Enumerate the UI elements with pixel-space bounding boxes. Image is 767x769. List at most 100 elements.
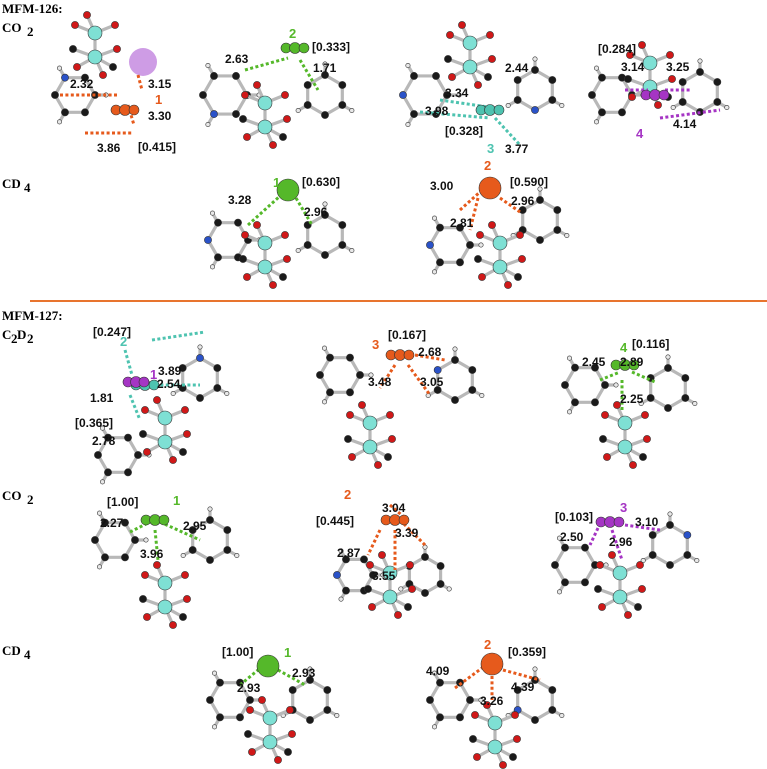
distance-label: 3.14 (621, 60, 645, 74)
distance-label: 4.09 (426, 664, 450, 678)
occupancy-label: [1.00] (222, 645, 253, 659)
distance-label: 3.39 (395, 526, 419, 540)
binding-site-panel: 3.04 3.39 2.87 3.55 2 [0.445] (316, 487, 452, 619)
binding-site-panel: 2.932.931[1.00] (206, 645, 340, 764)
distance-label: 3.00 (430, 179, 454, 193)
occupancy-label: [0.333] (312, 40, 350, 54)
occupancy-label: [0.365] (75, 416, 113, 430)
binding-site-panel: 3.891.812.542.782[0.247]1[0.365] (75, 325, 230, 485)
svg-text:4: 4 (24, 647, 31, 662)
distance-label: 3.34 (445, 86, 469, 100)
site-number: 3 (620, 500, 627, 515)
section-cd4-a: CD 4 (2, 176, 31, 195)
distance-label: 4.39 (511, 680, 535, 694)
site-number: 4 (620, 340, 628, 355)
site-number: 4 (636, 126, 644, 141)
binding-site-panel: 2.32 3.15 3.30 3.86 1 [0.415] (51, 11, 176, 155)
distance-label: 3.86 (97, 141, 121, 155)
binding-site-panel: 2.63 1.71 2 [0.333] (199, 26, 355, 149)
distance-label: 2.44 (505, 61, 529, 75)
formula-co2-b: CO (2, 488, 22, 503)
distance-label: 2.54 (157, 377, 181, 391)
distance-label: 2.63 (225, 52, 249, 66)
occupancy-label: [0.415] (138, 140, 176, 154)
binding-site-panel: 4.09 4.39 3.26 2 [0.359] (426, 637, 565, 769)
site-number: 2 (344, 487, 351, 502)
formula-cd4-a: CD (2, 176, 21, 191)
site-number: 2 (484, 637, 491, 652)
distance-label: 2.96 (511, 194, 535, 208)
svg-text:2: 2 (27, 24, 34, 39)
svg-text:2: 2 (11, 331, 18, 346)
site-number: 1 (273, 175, 280, 190)
formula-co2-a: CO (2, 20, 22, 35)
occupancy-label: [0.359] (508, 645, 546, 659)
distance-label: 3.55 (372, 569, 396, 583)
distance-label: 3.89 (158, 364, 182, 378)
site-number: 1 (155, 92, 162, 107)
site-number: 2 (120, 334, 127, 349)
formula-cd4-b: CD (2, 643, 21, 658)
svg-text:4: 4 (24, 180, 31, 195)
distance-label: 2.81 (450, 216, 474, 230)
binding-site-panel: 3.14 3.25 4.14 4 [0.284] (588, 41, 730, 141)
binding-site-panel: 3.282.961[0.630] (204, 175, 355, 289)
binding-site-panel: 2.68 3.48 3.05 3 [0.167] (316, 328, 485, 469)
occupancy-label: [0.247] (93, 325, 131, 339)
distance-label: 2.78 (92, 434, 116, 448)
distance-label: 2.50 (560, 530, 584, 544)
section-cd4-b: CD 4 (2, 643, 31, 662)
distance-label: 2.93 (237, 681, 261, 695)
distance-label: 2.96 (304, 205, 328, 219)
distance-label: 3.15 (148, 77, 172, 91)
occupancy-label: [0.590] (510, 175, 548, 189)
site-number: 1 (150, 367, 157, 382)
distance-label: 2.45 (582, 355, 606, 369)
distance-label: 2.89 (620, 355, 644, 369)
occupancy-label: [1.00] (107, 495, 138, 509)
formula-c2d2: C (2, 327, 11, 342)
distance-label: 2.95 (183, 519, 207, 533)
distance-label: 3.96 (140, 547, 164, 561)
occupancy-label: [0.284] (598, 42, 636, 56)
distance-label: 1.71 (313, 61, 337, 75)
binding-site-panel: 3.00 2.81 2.96 2 [0.590] (426, 158, 570, 289)
distance-label: 3.30 (148, 109, 172, 123)
occupancy-label: [0.328] (445, 124, 483, 138)
distance-label: 3.26 (480, 694, 504, 708)
distance-label: 2.27 (100, 516, 124, 530)
svg-text:2: 2 (27, 492, 34, 507)
occupancy-label: [0.445] (316, 514, 354, 528)
site-number: 3 (487, 141, 494, 156)
occupancy-label: [0.103] (555, 510, 593, 524)
distance-label: 3.28 (228, 193, 252, 207)
distance-label: 2.32 (70, 77, 94, 91)
distance-label: 2.87 (337, 546, 361, 560)
site-number: 3 (372, 337, 379, 352)
distance-label: 3.04 (382, 501, 406, 515)
panels: 2.32 3.15 3.30 3.86 1 [0.415] 2.63 1.71 2 [0.333]… (51, 11, 730, 769)
section-co2-b: CO 2 (2, 488, 34, 507)
site-number: 1 (284, 645, 291, 660)
distance-label: 2.96 (609, 535, 633, 549)
section-mfm127: MFM-127: (2, 308, 63, 323)
distance-label: 3.25 (666, 60, 690, 74)
section-c2d2: C 2 D 2 (2, 327, 34, 346)
occupancy-label: [0.167] (388, 328, 426, 342)
site-number: 2 (484, 158, 491, 173)
svg-text:2: 2 (27, 331, 34, 346)
binding-site-panel: 2.44 3.34 3.98 3.77 3 [0.328] (399, 21, 565, 156)
distance-label: 3.05 (420, 375, 444, 389)
distance-label: 3.98 (425, 104, 449, 118)
svg-text:D: D (17, 327, 26, 342)
distance-label: 3.48 (368, 375, 392, 389)
distance-label: 2.68 (418, 345, 442, 359)
distance-label: 2.93 (292, 666, 316, 680)
distance-label: 4.14 (673, 117, 697, 131)
distance-label: 3.77 (505, 142, 529, 156)
site-number: 2 (289, 26, 296, 41)
